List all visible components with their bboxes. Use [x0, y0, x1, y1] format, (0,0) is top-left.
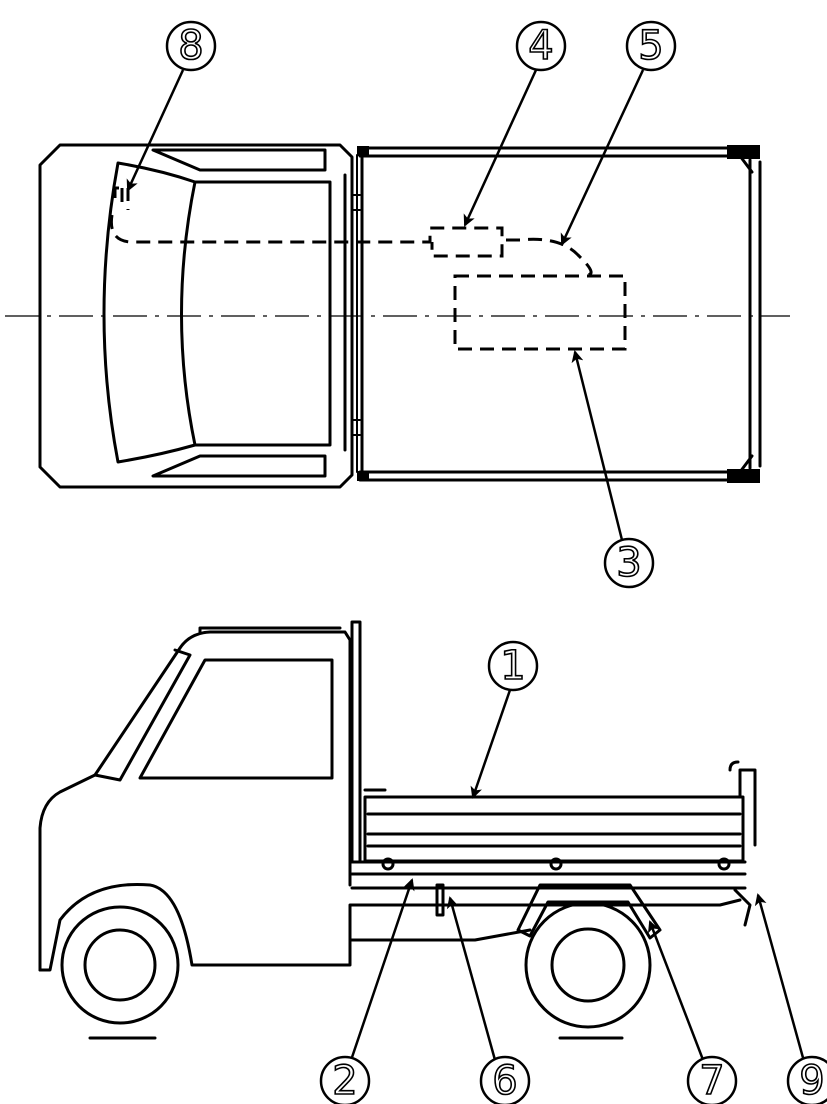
- arrow-8: [126, 69, 185, 192]
- windshield-side: [93, 648, 192, 782]
- arrow-7: [647, 920, 712, 1079]
- callout-1: 1: [487, 640, 539, 692]
- component-3-dashed: [453, 274, 627, 351]
- component-8-dashed: [113, 186, 130, 210]
- roof-line: [198, 626, 342, 634]
- arrow-9: [754, 893, 807, 1066]
- callout-label-2: 2: [332, 1058, 357, 1104]
- arrow-4: [463, 69, 538, 227]
- callout-label-7: 7: [699, 1058, 724, 1104]
- body-underline: [348, 928, 532, 942]
- windshield-outline: [102, 161, 332, 464]
- arrow-6: [446, 896, 502, 1079]
- door-rail-bottom: [151, 454, 327, 478]
- callout-label-5: 5: [638, 23, 663, 69]
- callout-2: 2: [319, 1055, 371, 1104]
- bed-outline-top: [357, 145, 762, 483]
- callout-8: 8: [165, 20, 217, 72]
- cab-rear-post: [350, 620, 362, 864]
- top-view: [5, 143, 790, 489]
- callout-label-3: 3: [616, 540, 641, 586]
- side-view: [38, 620, 757, 1040]
- arrow-5: [560, 69, 645, 246]
- callout-label-8: 8: [178, 23, 203, 69]
- callout-6: 6: [479, 1055, 531, 1104]
- callout-9: 9: [786, 1055, 827, 1104]
- wiring-harness-dashed: [109, 188, 593, 277]
- callout-label-9: 9: [799, 1058, 824, 1104]
- callout-7: 7: [686, 1055, 738, 1104]
- rear-fender: [516, 883, 662, 940]
- bed-side: [350, 760, 757, 927]
- front-lower-body: [38, 882, 522, 972]
- arrow-3: [571, 350, 624, 541]
- side-window: [138, 658, 334, 780]
- callout-5: 5: [625, 20, 677, 72]
- front-wheel: [60, 905, 180, 1040]
- callout-4: 4: [515, 20, 567, 72]
- callout-label-6: 6: [492, 1058, 517, 1104]
- door-rail-top: [151, 148, 327, 172]
- rear-wheel: [524, 901, 652, 1040]
- cab-outline-top: [38, 143, 354, 489]
- callout-arrows: [126, 69, 807, 1079]
- callout-label-1: 1: [500, 643, 525, 689]
- callout-label-4: 4: [528, 23, 553, 69]
- arrow-2: [343, 878, 415, 1079]
- callout-3: 3: [603, 537, 655, 589]
- arrow-1: [470, 689, 512, 799]
- cab-outline-side: [38, 630, 352, 972]
- windshield-inner-curve: [180, 180, 197, 447]
